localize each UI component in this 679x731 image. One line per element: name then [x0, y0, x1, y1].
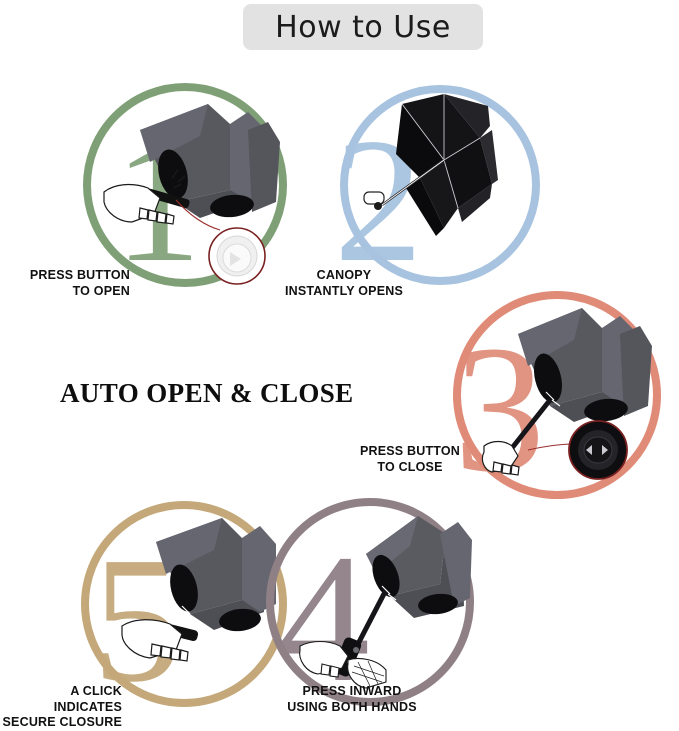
canopy-opening	[158, 149, 188, 199]
step-5-caption: A CLICK INDICATES SECURE CLOSURE	[2, 684, 122, 729]
step-3-ring	[453, 291, 661, 499]
hand-illustration	[481, 440, 520, 476]
umbrella-illustration-2	[363, 94, 498, 236]
click-lines	[181, 605, 197, 621]
step-2: 2	[334, 80, 540, 299]
step-4-graphic: 4	[266, 498, 474, 720]
umbrella-illustration-3	[481, 308, 652, 476]
step-4-numeral: 4	[278, 516, 370, 710]
step-2-caption: CANOPY INSTANTLY OPENS	[284, 268, 404, 298]
step-1-ring	[83, 83, 287, 287]
step-4: 4	[262, 494, 478, 720]
step-3-caption: PRESS BUTTON TO CLOSE	[359, 444, 461, 474]
umbrella-handle	[363, 191, 385, 205]
page-title: How to Use	[275, 9, 451, 45]
hand-illustration-2	[347, 657, 387, 689]
step-2-ring	[340, 85, 540, 285]
step-3-graphic: 3	[453, 291, 661, 510]
slogan-auto-open-close: AUTO OPEN & CLOSE	[60, 378, 354, 408]
step-5: 5	[78, 498, 290, 719]
step-3: 3	[450, 288, 665, 510]
hand-illustration	[121, 619, 189, 662]
step-1-caption: PRESS BUTTON TO OPEN	[29, 268, 130, 298]
step-1: 1	[80, 80, 290, 298]
step-2-graphic: 2	[334, 85, 540, 299]
press-spark-lines	[171, 169, 186, 189]
step-5-graphic: 5	[81, 501, 287, 719]
hand-illustration	[299, 640, 349, 678]
step-1-graphic: 1	[83, 83, 287, 298]
step-4-caption: PRESS INWARD USING BOTH HANDS	[287, 684, 417, 714]
step-4-ring	[266, 498, 474, 706]
umbrella-illustration-1	[103, 104, 280, 231]
hand-illustration	[103, 183, 175, 225]
canopy-opening-2	[210, 194, 254, 218]
step-5-ring	[81, 501, 287, 707]
umbrella-illustration-4	[299, 516, 472, 689]
umbrella-illustration-5	[121, 518, 276, 662]
page-title-banner: How to Use	[243, 4, 483, 50]
detail-callout-3	[568, 420, 628, 480]
detail-callout-1	[208, 227, 266, 285]
